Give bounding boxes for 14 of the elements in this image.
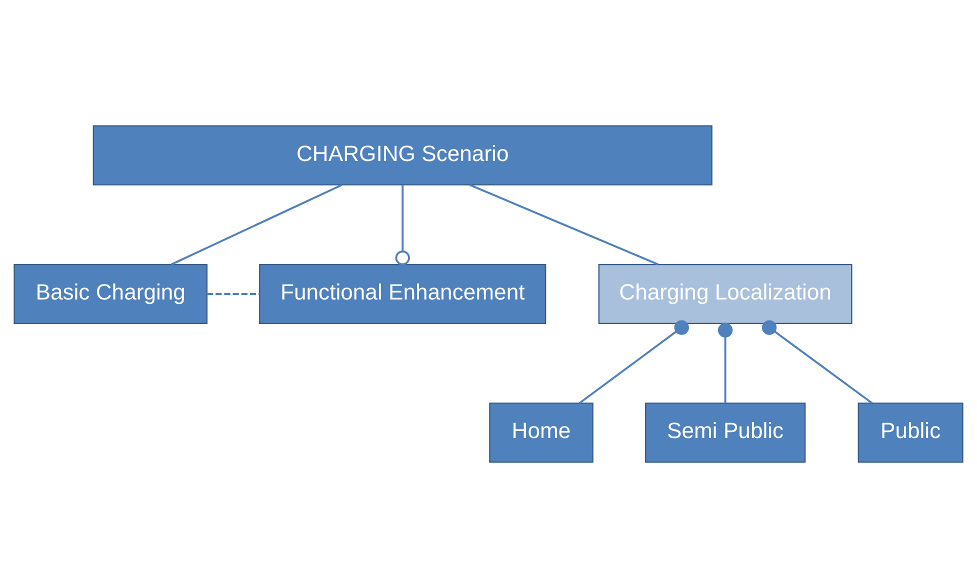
connector: [718, 322, 733, 403]
node-box: Semi Public: [644, 402, 806, 463]
connector: [170, 184, 342, 266]
connector: [762, 320, 873, 404]
node-box: Functional Enhancement: [259, 264, 546, 324]
connector: [469, 184, 659, 266]
connector: [207, 293, 260, 295]
node-box: CHARGING Scenario: [92, 125, 712, 186]
node-box: Charging Localization: [598, 264, 852, 324]
connector: [578, 320, 689, 404]
node-box: Public: [858, 402, 964, 463]
node-box: Basic Charging: [14, 264, 208, 324]
node-box: Home: [489, 402, 594, 463]
connector: [395, 185, 410, 266]
